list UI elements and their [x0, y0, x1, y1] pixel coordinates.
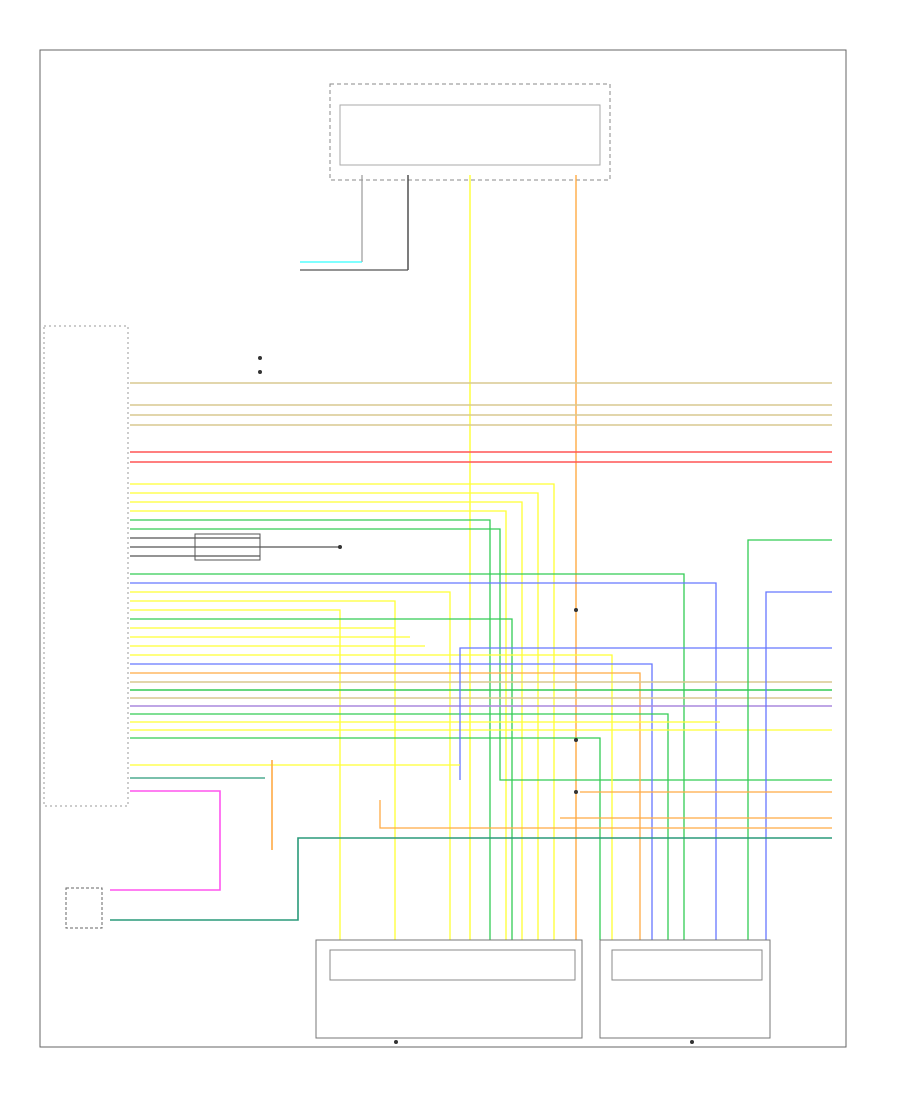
sensor-component — [65, 887, 103, 929]
solenoid-valve-block — [315, 939, 583, 1044]
top-connector-box — [329, 83, 611, 181]
diagram-frame — [39, 49, 847, 1048]
wire-harness — [110, 175, 832, 940]
junction-dots — [258, 356, 578, 794]
range-switch-block — [599, 939, 771, 1044]
pcm-connector-bracket — [43, 325, 129, 807]
